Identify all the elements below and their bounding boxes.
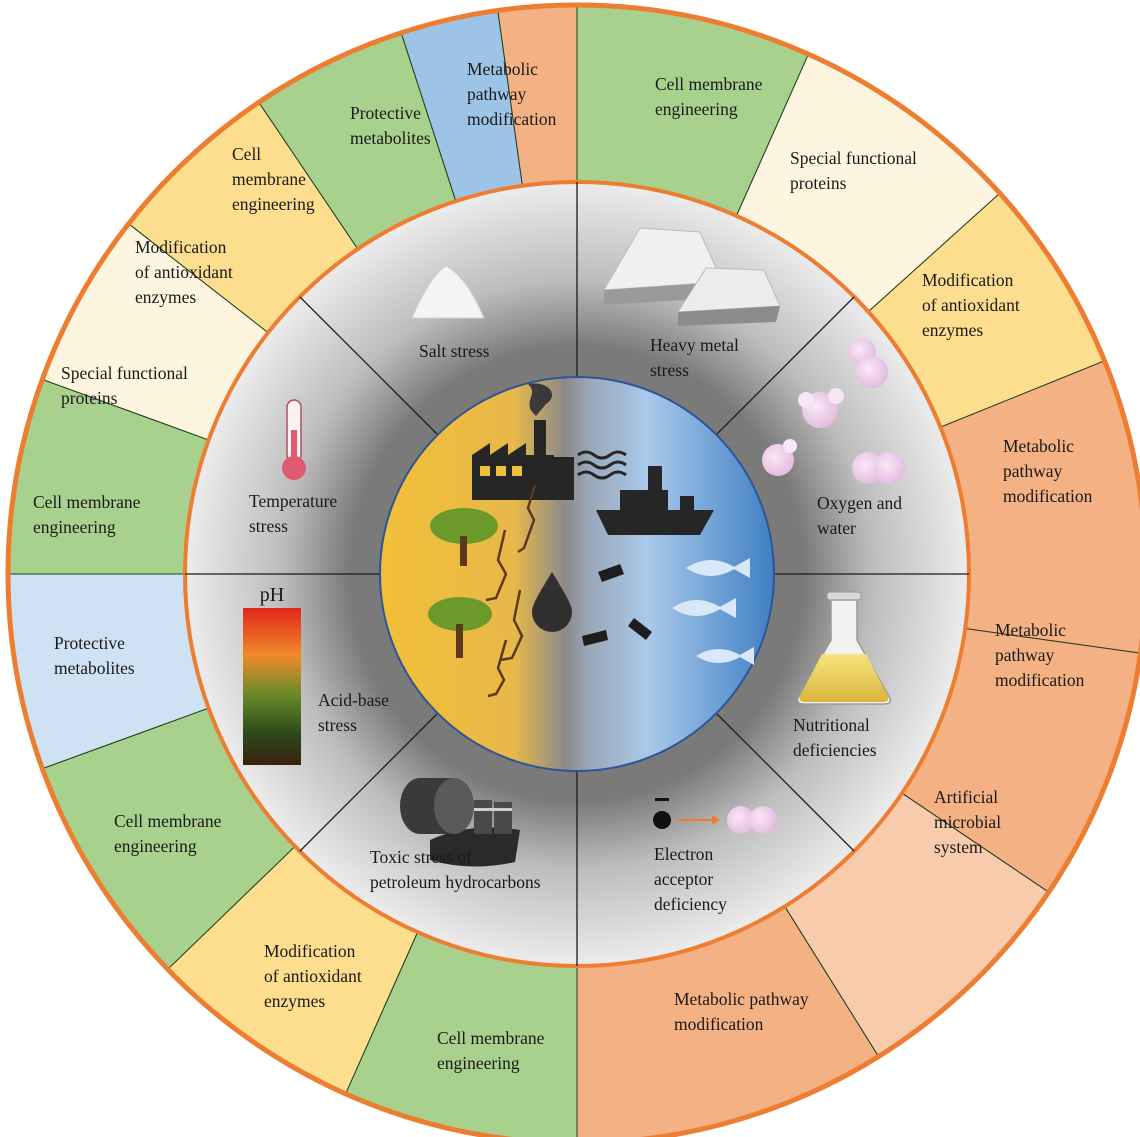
outer-ring — [8, 5, 1140, 1137]
inner-divider-line — [299, 712, 439, 852]
ph-label: pH — [260, 584, 284, 606]
thermometer-icon — [282, 399, 306, 480]
waves-icon — [577, 450, 627, 480]
dead-fish-icon — [582, 564, 652, 646]
salt-pile-icon — [411, 265, 485, 319]
oil-barrels-icon — [400, 778, 520, 867]
inner-divider-line — [715, 296, 855, 436]
inner-divider-line — [299, 296, 439, 436]
oil-drop-icon — [532, 572, 572, 632]
molecules-icon — [762, 338, 906, 484]
crack-icon — [485, 484, 537, 698]
outer-ring-border — [5, 2, 1140, 1137]
inner-divider-line — [715, 712, 855, 852]
ph-scale-icon: pH — [243, 584, 301, 765]
factory-icon — [472, 383, 574, 500]
tree-icon — [430, 508, 498, 566]
fish-icon — [672, 558, 754, 665]
flask-icon — [796, 591, 892, 705]
metal-ingots-icon — [603, 227, 781, 326]
electron-icon — [653, 798, 777, 834]
stress-label-s8: Salt stress — [419, 341, 490, 361]
ship-icon — [596, 466, 714, 535]
tree-icon — [428, 597, 492, 658]
